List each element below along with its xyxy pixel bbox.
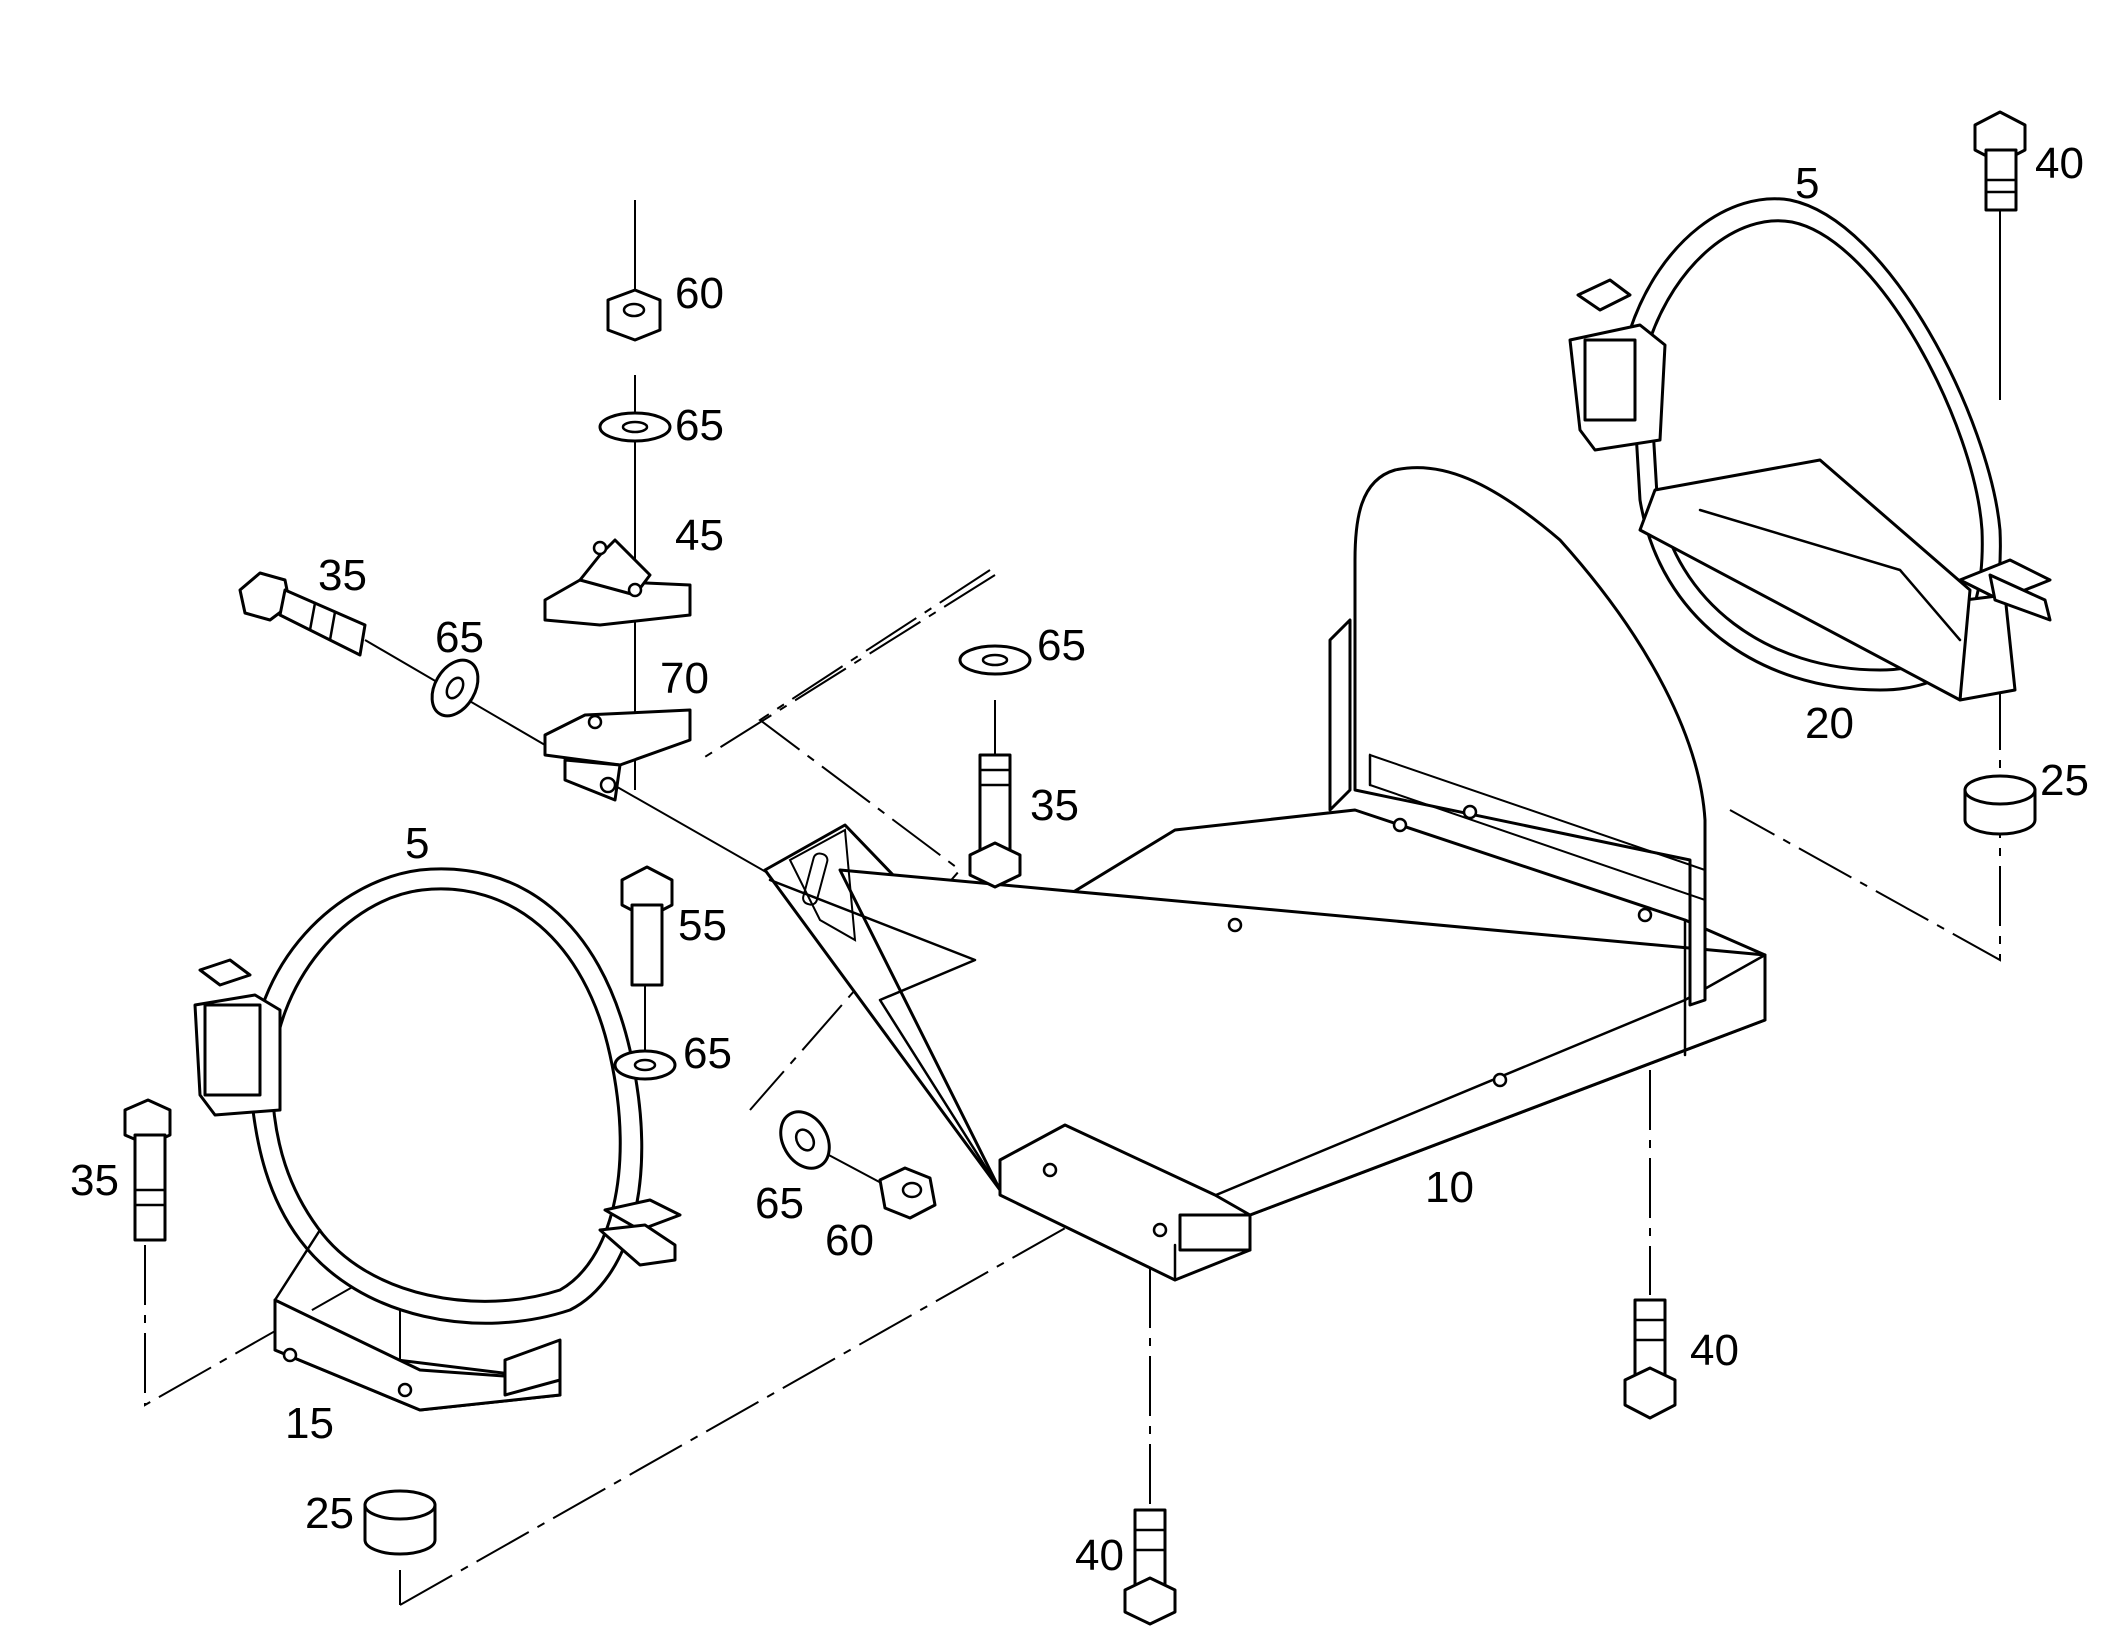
label-clamp-5-right: 5 [1795,159,1819,208]
label-washer-65-mid: 65 [1037,621,1086,670]
label-support-15: 15 [285,1399,334,1448]
label-spacer-25-right: 25 [2040,756,2089,805]
label-bolt-40-bottom: 40 [1075,1531,1124,1580]
bolt-55 [620,865,674,987]
clamp-left-5 [193,867,682,1412]
washer-65-lower [779,1110,831,1170]
label-washer-65-top: 65 [675,401,724,450]
bracket-45 [543,538,692,627]
label-washer-65-left: 65 [435,613,484,662]
label-bolt-55: 55 [678,901,727,950]
label-bolt-40-right-lower: 40 [1690,1326,1739,1375]
label-plate-70: 70 [660,654,709,703]
bolt-35-lower-left [123,1098,172,1242]
label-bracket-45: 45 [675,511,724,560]
plate-70 [543,708,692,802]
label-bolt-35-upper-left: 35 [318,551,367,600]
bolt-40-right-lower [1623,1298,1677,1420]
label-bolt-35-lower-left: 35 [70,1156,119,1205]
washer-65-mid [958,644,1032,676]
label-frame-10: 10 [1425,1163,1474,1212]
label-support-20: 20 [1805,699,1854,748]
bolt-40-bottom [1123,1508,1177,1626]
bolt-40-top-right [1973,110,2027,212]
label-washer-65-lower: 65 [755,1179,804,1228]
spacer-25-left [363,1489,437,1556]
label-washer-65-center: 65 [683,1029,732,1078]
nut-60-top [606,288,662,342]
washer-65-left [430,658,480,718]
part-labels: 40 5 20 25 60 65 45 35 65 70 65 35 5 55 … [70,139,2089,1580]
label-bolt-35-mid: 35 [1030,781,1079,830]
label-clamp-5-left: 5 [405,819,429,868]
spacer-25-right [1963,774,2037,836]
base-frame-10 [763,466,1767,1282]
clamp-right-5 [1568,197,2052,702]
label-bolt-40-top-right: 40 [2035,139,2084,188]
label-nut-60-lower: 60 [825,1216,874,1265]
nut-60-lower [878,1166,937,1220]
washer-65-center [613,1049,677,1081]
bolt-35-upper-left [238,571,367,657]
bolt-35-mid [968,753,1022,889]
label-spacer-25-left: 25 [305,1489,354,1538]
label-nut-60-top: 60 [675,269,724,318]
washer-65-top [598,411,672,443]
